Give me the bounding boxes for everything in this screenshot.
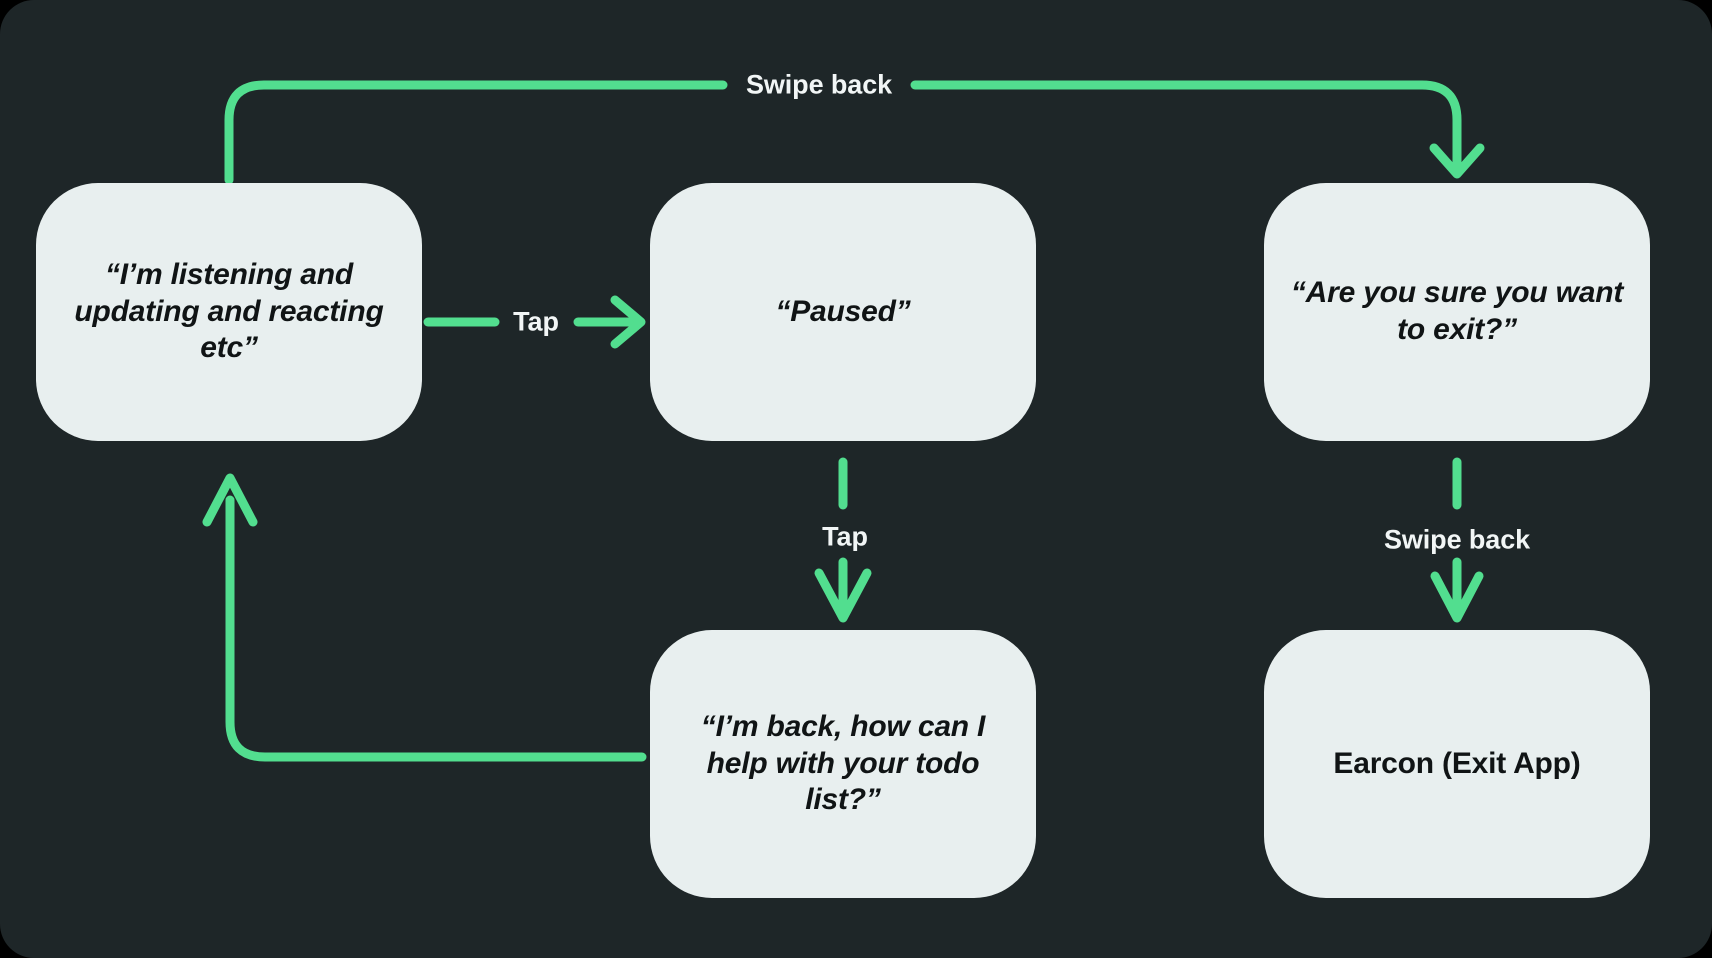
edge-label-swipe-back-exit: Swipe back <box>1383 524 1531 555</box>
node-paused[interactable]: “Paused” <box>650 183 1036 441</box>
node-listening-label: “I’m listening and updating and reacting… <box>74 258 384 365</box>
edge-label-tap-paused-back: Tap <box>822 521 868 552</box>
node-earcon-label: Earcon (Exit App) <box>1333 746 1581 780</box>
node-earcon[interactable]: Earcon (Exit App) <box>1264 630 1650 898</box>
node-confirm-exit[interactable]: “Are you sure you want to exit?” <box>1264 183 1650 441</box>
node-confirm-exit-label: “Are you sure you want to exit?” <box>1290 276 1624 346</box>
node-listening[interactable]: “I’m listening and updating and reacting… <box>36 183 422 441</box>
edge-label-swipe-back-top: Swipe back <box>745 69 893 100</box>
edge-back-to-listening <box>202 473 647 762</box>
edge-label-tap-listening-paused: Tap <box>513 306 559 337</box>
node-paused-label: “Paused” <box>775 294 911 328</box>
node-back-todo[interactable]: “I’m back, how can I help with your todo… <box>650 630 1036 898</box>
node-back-todo-label: “I’m back, how can I help with your todo… <box>700 710 986 817</box>
